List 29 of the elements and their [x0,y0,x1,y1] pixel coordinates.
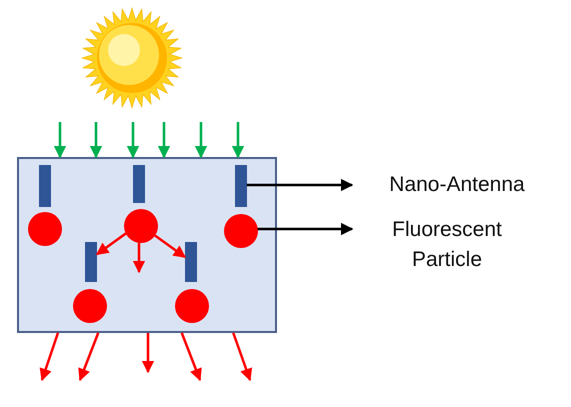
particle-circle [224,214,258,248]
arrow [132,242,146,274]
arrow [232,332,252,382]
arrow [246,178,354,192]
particle-circle [28,212,62,246]
arrow [126,122,140,158]
panel [17,157,277,333]
callout-label: Nano-Antenna [352,170,542,202]
arrow [54,122,66,158]
nano-antenna-bar [85,242,97,282]
nano-antenna-bar [133,165,145,203]
nano-antenna-bar [39,165,51,207]
arrow [90,122,102,158]
nano-antenna-bar [185,242,197,282]
arrow [142,332,154,374]
arrow [40,332,60,382]
particle-circle [175,289,209,323]
arrow [258,222,354,236]
nano-antenna-bar [235,165,247,207]
arrow [96,232,127,256]
arrow [78,332,100,382]
particle-circle [73,289,107,323]
arrow [154,234,186,258]
arrow [180,332,202,382]
callout-label: Fluorescent Particle [352,215,522,279]
arrow [232,122,244,158]
particle-circle [124,209,158,243]
arrow [158,122,170,158]
arrow [194,122,208,158]
